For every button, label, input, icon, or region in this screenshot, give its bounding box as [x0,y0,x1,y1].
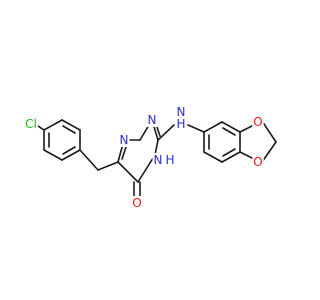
atom-chlorine: Cl [25,117,37,131]
atom-label-backing [118,133,130,147]
bond-c-nh [157,124,175,141]
atom-amine-nitrogen: N [177,105,186,119]
atom-amine-hydrogen: H [176,117,185,131]
atom-carbonyl-oxygen: O [132,196,141,210]
bond [61,119,81,131]
atom-label-backing [175,105,187,119]
atom-label-backing [152,153,164,167]
bond-o-ch2 [261,141,277,163]
bond-c-o [239,124,255,133]
atom-nitrogen-4: N [154,153,163,167]
chlorophenyl-ring [37,119,81,161]
bond [43,149,63,161]
atom-labels: Cl N N N H N H O O O [24,105,264,210]
bond [117,161,139,183]
bond-inner [222,148,236,157]
atom-label-backing [175,117,187,131]
bond-inner [62,146,76,155]
bond-ch2 [97,161,119,171]
atom-label-backing [24,117,38,131]
molecule-structure: Cl N N N H N H O O O [24,105,277,210]
bond-c-o [239,151,255,160]
bond-inner [62,125,76,134]
atom-hydrogen-4: H [165,153,174,167]
atom-label-backing [164,153,176,167]
bond [61,149,81,161]
atom-label-backing [252,155,264,169]
atom-label-backing [252,115,264,129]
bond-o-ch2 [261,120,277,143]
bond [43,119,63,131]
atom-label-backing [146,113,158,127]
bond [221,121,241,133]
atom-label-backing [131,196,143,210]
bond [203,151,223,163]
atom-nitrogen-1: N [120,133,129,147]
bond [154,139,159,156]
bond-nh-c [187,124,205,133]
benzodioxole-ring [203,120,277,163]
bond-ch2 [79,149,99,171]
atom-dioxole-oxygen-1: O [253,115,262,129]
bond [203,121,223,133]
bond-inner [222,127,236,136]
bond [137,154,156,183]
bond-c-cl [37,125,45,131]
atom-dioxole-oxygen-2: O [253,155,262,169]
bond [221,151,241,163]
atom-nitrogen-2: N [148,113,157,127]
